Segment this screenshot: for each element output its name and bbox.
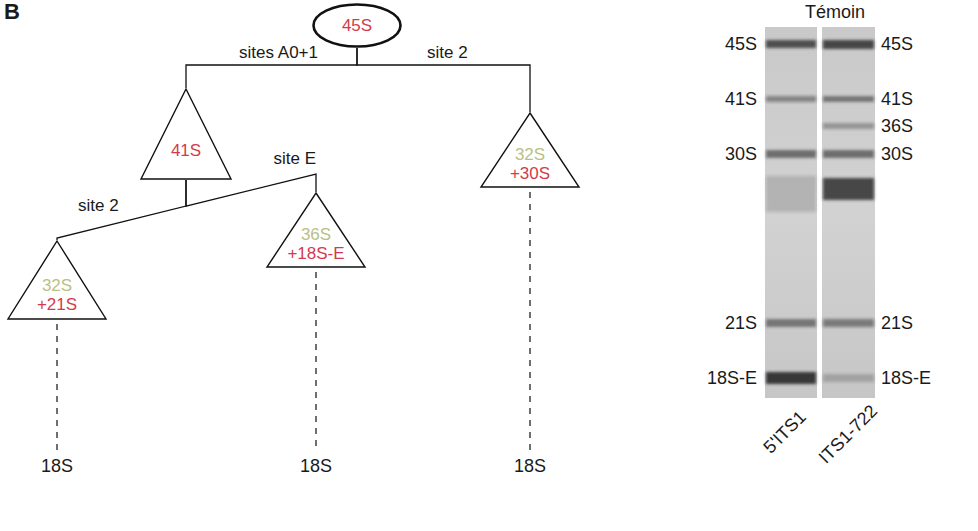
cleavage-site-label: site 2 <box>425 43 470 62</box>
product-label: 18S <box>41 455 73 477</box>
gel-lane <box>765 27 817 398</box>
band-label: 21S <box>725 312 757 334</box>
gel-band <box>766 150 816 158</box>
band-label: 30S <box>725 143 757 165</box>
cleavage-site-label: site E <box>271 149 318 168</box>
rna-species-label: 41S <box>171 141 201 160</box>
rna-species-label: +18S-E <box>287 244 344 263</box>
rna-species-label: 45S <box>342 16 372 35</box>
product-label: 18S <box>300 455 332 477</box>
band-label: 36S <box>881 115 913 137</box>
triangle-shape <box>481 113 579 187</box>
gel-band <box>823 150 874 158</box>
product-triangle: 32S+30S <box>480 112 580 188</box>
product-label: 18S <box>514 455 546 477</box>
triangle-outline <box>140 88 232 180</box>
dashed-leader <box>529 192 530 450</box>
lane-label: ITS1-722 <box>814 400 882 468</box>
rna-species-label: 36S <box>301 225 331 244</box>
band-label: 21S <box>881 312 913 334</box>
gel-band <box>766 96 816 102</box>
triangle-shape <box>8 241 106 319</box>
triangle-shape <box>141 89 231 179</box>
cleavage-branch <box>57 180 186 240</box>
product-triangle: 32S+21S <box>7 240 107 320</box>
gel-band <box>823 40 874 49</box>
lane-background <box>822 27 875 398</box>
cleavage-site-label: site 2 <box>76 196 121 215</box>
band-label: 41S <box>881 88 913 110</box>
product-triangle: 36S+18S-E <box>266 192 366 268</box>
gel-smear <box>766 176 816 212</box>
band-label: 45S <box>881 33 913 55</box>
lane-background <box>765 27 817 398</box>
intermediate-triangle: 41S <box>140 88 232 180</box>
band-label: 45S <box>725 33 757 55</box>
ellipse-shape <box>314 5 401 47</box>
band-label: 41S <box>725 88 757 110</box>
gel-band <box>766 319 816 327</box>
precursor-ellipse: 45S <box>312 3 402 48</box>
gel-smear <box>823 178 874 200</box>
lane-label: 5'ITS1 <box>759 406 811 458</box>
dashed-leader <box>315 272 316 450</box>
panel-letter: B <box>4 0 20 25</box>
gel-band <box>823 96 874 102</box>
rna-species-label: +21S <box>37 295 77 314</box>
triangle-shape <box>267 193 365 267</box>
gel-band <box>766 372 816 384</box>
gel-band <box>766 40 816 48</box>
band-label: 30S <box>881 143 913 165</box>
gel-lane <box>822 27 875 398</box>
rna-species-label: +30S <box>510 164 550 183</box>
gel-heading: Témoin <box>805 1 865 23</box>
rna-species-label: 32S <box>515 145 545 164</box>
dashed-leader <box>56 324 57 450</box>
dashed-leaders <box>57 192 530 450</box>
gel-band <box>823 123 874 129</box>
gel-band <box>823 374 874 382</box>
cleavage-site-label: sites A0+1 <box>237 43 320 62</box>
rna-species-label: 32S <box>42 276 72 295</box>
gel-band <box>823 319 874 327</box>
band-label: 18S-E <box>881 367 931 389</box>
band-label: 18S-E <box>707 367 757 389</box>
